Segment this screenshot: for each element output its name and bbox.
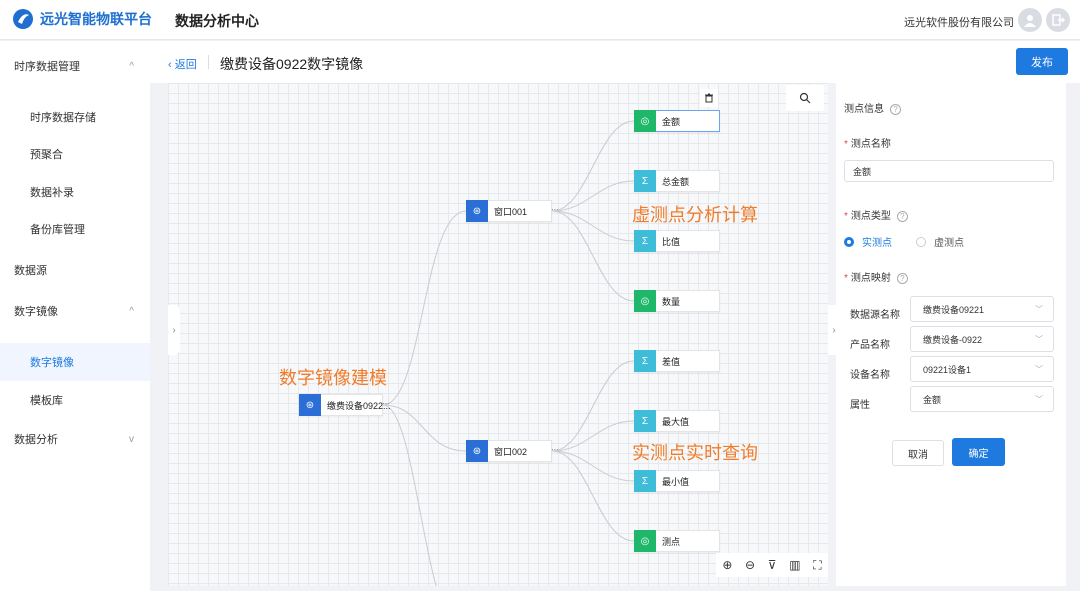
measure-point-icon: ◎ (634, 290, 656, 312)
divider (208, 55, 209, 69)
sidebar-item-templates[interactable]: 模板库 (30, 395, 63, 407)
device-icon: ⊛ (299, 394, 321, 416)
graph-node-leaf[interactable]: Σ 最大值 (634, 410, 720, 432)
sigma-icon: Σ (634, 170, 656, 192)
graph-node-leaf[interactable]: ◎ 数量 (634, 290, 720, 312)
logo-icon (13, 9, 33, 29)
logo-text: 远光智能物联平台 (40, 11, 152, 27)
type-label: *测点类型? (844, 207, 908, 222)
chevron-down-icon: v (129, 433, 134, 445)
sidebar-item-backfill[interactable]: 数据补录 (30, 187, 74, 199)
help-icon[interactable]: ? (896, 272, 908, 284)
point-name-field[interactable]: 金额 (844, 160, 1054, 182)
panel-title: 测点信息? (844, 100, 901, 115)
sidebar-group-analysis[interactable]: 数据分析 v (14, 433, 134, 447)
window-icon: ⊛ (466, 200, 488, 222)
logo[interactable]: 远光智能物联平台 (12, 8, 152, 30)
graph-node-window[interactable]: ⊛ 窗口001 ··· (466, 200, 559, 222)
user-icon (1024, 15, 1036, 27)
help-icon[interactable]: ? (896, 210, 908, 222)
search-button[interactable] (786, 85, 824, 111)
chevron-up-icon: ^ (129, 60, 134, 72)
window-icon: ⊛ (466, 440, 488, 462)
page-toolbar (150, 41, 1080, 83)
mapping-label: *测点映射? (844, 269, 908, 284)
help-icon[interactable]: ? (890, 103, 901, 115)
chevron-down-icon: ﹀ (1035, 364, 1043, 374)
annotation-virtual: 虚测点分析计算 (632, 205, 758, 225)
sigma-icon: Σ (634, 470, 656, 492)
cancel-button[interactable]: 取消 (892, 440, 944, 466)
user-avatar[interactable] (1018, 8, 1042, 32)
sidebar-item-preaggregation[interactable]: 预聚合 (30, 149, 63, 161)
graph-node-window[interactable]: ⊛ 窗口002 ··· (466, 440, 559, 462)
graph-node-root[interactable]: ⊛ 缴费设备0922... ··· (299, 394, 391, 416)
zoom-in-icon[interactable]: ⊕ (722, 558, 733, 572)
sidebar-item-backup[interactable]: 备份库管理 (30, 224, 85, 236)
sidebar-group-digital-twin[interactable]: 数字镜像 ^ (14, 305, 134, 319)
graph-node-leaf[interactable]: Σ 最小值 (634, 470, 720, 492)
search-icon (799, 92, 811, 104)
sigma-icon: Σ (634, 410, 656, 432)
collapse-left-handle[interactable]: › (168, 305, 180, 355)
radio-real-point[interactable]: 实测点 (844, 234, 892, 249)
logout-icon (1052, 14, 1065, 26)
attribute-select[interactable]: 金额﹀ (910, 386, 1054, 412)
graph-node-leaf[interactable]: Σ 总金额 (634, 170, 720, 192)
chevron-up-icon: ^ (129, 305, 134, 317)
bar-chart-icon[interactable]: ▥ (789, 558, 801, 572)
trash-icon (705, 93, 713, 103)
sidebar-item-digital-twin[interactable]: 数字镜像 (0, 343, 150, 381)
graph-node-leaf[interactable]: Σ 差值 (634, 350, 720, 372)
attribute-label: 属性 (850, 400, 870, 411)
fit-screen-icon[interactable]: ⛶ (813, 557, 822, 572)
product-select[interactable]: 缴费设备-0922﹀ (910, 326, 1054, 352)
graph-links (382, 120, 635, 586)
sidebar-group-timeseries[interactable]: 时序数据管理 ^ (14, 60, 134, 74)
datasource-label: 数据源名称 (850, 310, 900, 321)
chevron-down-icon: ﹀ (1035, 304, 1043, 314)
graph-node-leaf[interactable]: ◎ 测点 (634, 530, 720, 552)
zoom-out-icon[interactable]: ⊖ (745, 558, 756, 572)
device-label: 设备名称 (850, 370, 890, 381)
publish-button[interactable]: 发布 (1016, 48, 1068, 75)
canvas-toolbar: ⊕ ⊖ ⊽ ▥ ⛶ (716, 553, 828, 577)
annotation-modeling: 数字镜像建模 (279, 368, 387, 388)
radio-virtual-point[interactable]: 虚测点 (916, 234, 964, 249)
graph-canvas[interactable]: ⊛ 缴费设备0922... ··· ⊛ 窗口001 ··· ⊛ 窗口002 ··… (168, 83, 828, 586)
graph-node-leaf[interactable]: Σ 比值 (634, 230, 720, 252)
sidebar: 时序数据管理 ^ 时序数据存储 预聚合 数据补录 备份库管理 数据源 数字镜像 … (0, 41, 150, 591)
company-name: 远光软件股份有限公司 (904, 17, 1014, 29)
measure-point-icon: ◎ (634, 110, 656, 132)
chevron-down-icon: ﹀ (1035, 334, 1043, 344)
filter-icon[interactable]: ⊽ (767, 558, 777, 572)
annotation-realtime: 实测点实时查询 (632, 443, 758, 463)
properties-panel: 测点信息? *测点名称 金额 *测点类型? 实测点 虚测点 *测点映射? 数据源… (836, 83, 1066, 586)
logout-button[interactable] (1046, 8, 1070, 32)
device-select[interactable]: 09221设备1﹀ (910, 356, 1054, 382)
measure-point-icon: ◎ (634, 530, 656, 552)
graph-node-leaf[interactable]: ◎ 金额 (634, 110, 720, 132)
name-label: *测点名称 (844, 139, 891, 150)
sigma-icon: Σ (634, 230, 656, 252)
product-label: 产品名称 (850, 340, 890, 351)
sidebar-item-storage[interactable]: 时序数据存储 (30, 112, 96, 124)
sigma-icon: Σ (634, 350, 656, 372)
top-header: 远光智能物联平台 数据分析中心 远光软件股份有限公司 (0, 0, 1080, 40)
sidebar-item-datasource[interactable]: 数据源 (14, 265, 47, 277)
app-title: 数据分析中心 (175, 13, 259, 29)
chevron-down-icon: ﹀ (1035, 394, 1043, 404)
delete-button[interactable] (700, 89, 718, 107)
page-title: 缴费设备0922数字镜像 (220, 56, 364, 72)
back-link[interactable]: ‹ 返回 (168, 59, 197, 71)
confirm-button[interactable]: 确定 (952, 438, 1005, 466)
datasource-select[interactable]: 缴费设备09221﹀ (910, 296, 1054, 322)
